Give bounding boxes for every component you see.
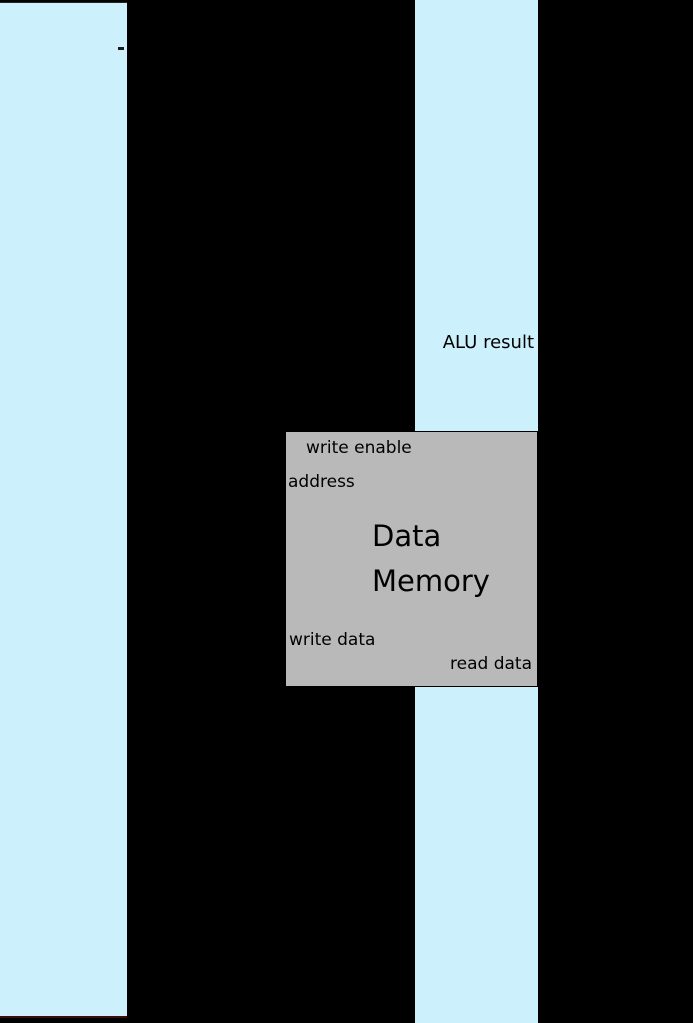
memory-output-bar	[415, 687, 538, 1023]
port-address-label: address	[288, 472, 355, 492]
data-memory-title-line2: Memory	[372, 564, 490, 598]
port-write-enable-label: write enable	[306, 438, 412, 458]
alu-result-label: ALU result	[442, 332, 534, 353]
port-read-data-label: read data	[450, 654, 532, 674]
left-pipeline-register-bar	[0, 2, 127, 1018]
alu-result-bar: ALU result	[415, 0, 538, 432]
data-memory-title-line1: Data	[372, 519, 442, 553]
port-write-data-label: write data	[289, 630, 376, 650]
wire-stub-tick	[118, 47, 124, 50]
